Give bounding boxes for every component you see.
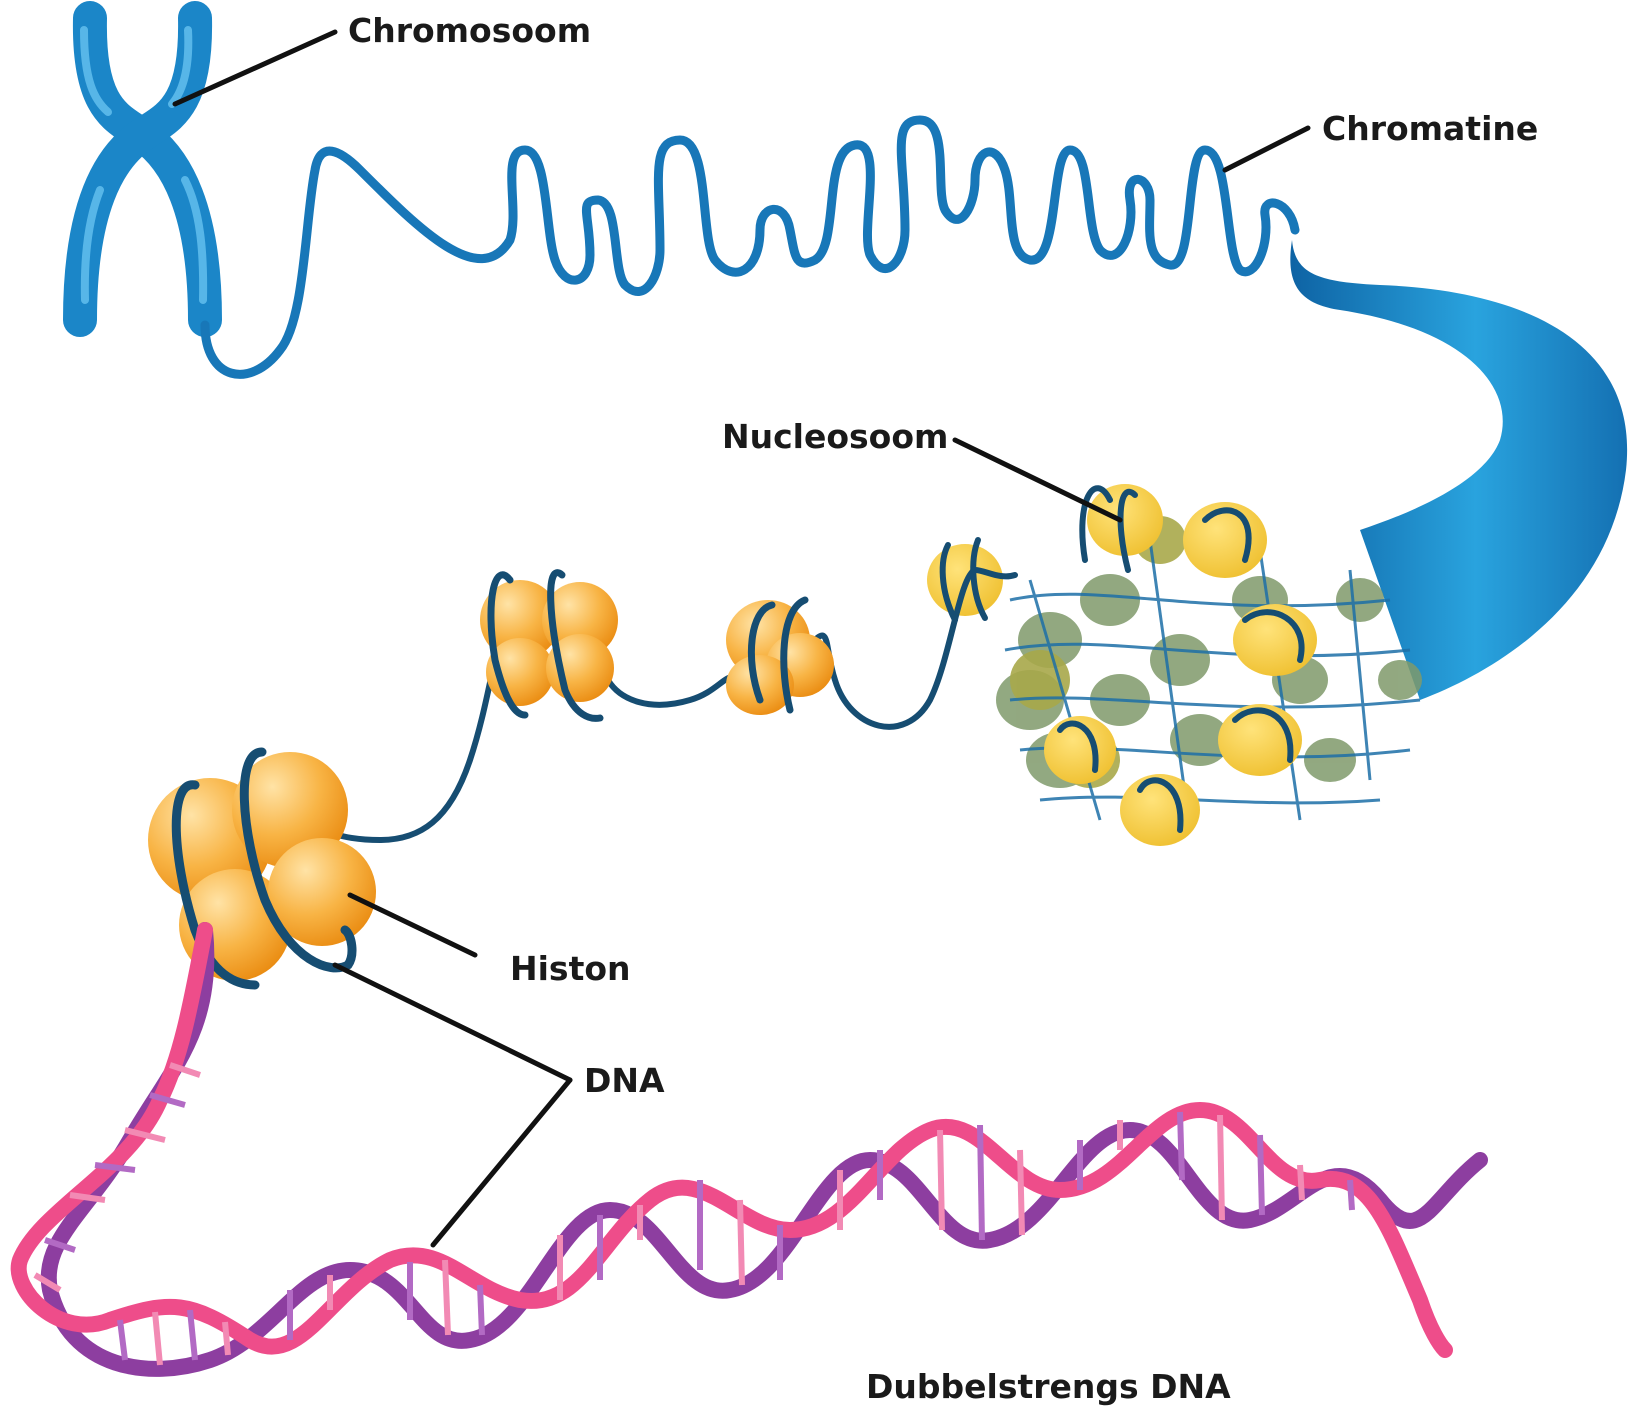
histone-octamer-small-2 [726,596,834,715]
chromatin-thread [200,115,1300,379]
nucleosome-cluster [927,484,1422,846]
dna-strand-pink [10,922,1453,1358]
chromosome [63,1,222,337]
label-histone: Histon [510,949,631,988]
linker-dna [307,566,1018,844]
label-dna: DNA [584,1061,665,1100]
histone-octamer-large [148,747,376,990]
leader-lines [172,29,1311,1248]
label-nucleosome: Nucleosoom [722,417,948,456]
label-chromosome: Chromosoom [348,11,591,50]
chromatin-fiber [1290,240,1628,700]
histone-octamer-small-1 [480,569,618,722]
dna-base-pairs [33,1062,1355,1366]
label-double-stranded-dna: Dubbelstrengs DNA [866,1367,1231,1406]
double-stranded-dna [10,922,1488,1377]
label-chromatin: Chromatine [1322,109,1538,148]
